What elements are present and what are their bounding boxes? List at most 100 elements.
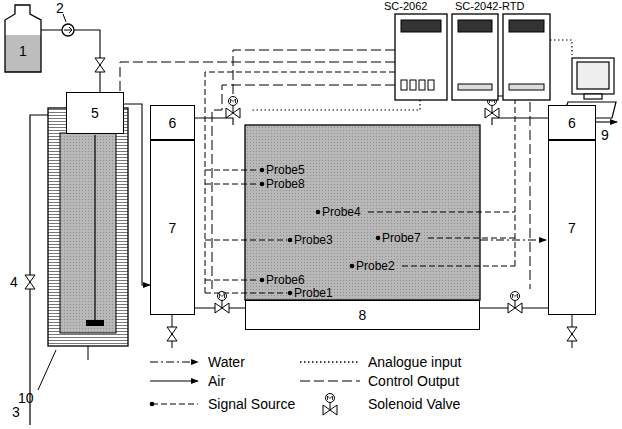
legend-text: Air [208, 373, 225, 389]
column-body: 7 [548, 140, 596, 315]
water-jacket [60, 133, 116, 333]
probe-dot [260, 182, 265, 187]
reactor-base: 8 [245, 300, 480, 330]
apparatus-illustration [226, 97, 240, 119]
apparatus-illustration [167, 327, 177, 341]
probe-dot [288, 238, 293, 243]
column-body: 7 [150, 140, 195, 315]
probe-label: Probe8 [266, 177, 305, 191]
control-line [233, 50, 395, 94]
probe-dot [260, 168, 381, 296]
water-jacket [48, 108, 128, 346]
controller-unit [458, 20, 492, 32]
apparatus-illustration [508, 292, 522, 314]
signal-line [368, 100, 515, 266]
computer [572, 58, 614, 94]
callout-number: 6 [568, 115, 576, 131]
legend-sample [152, 403, 198, 404]
water-line [480, 239, 546, 240]
callout-number: 3 [12, 404, 20, 420]
pump [62, 24, 74, 36]
callout-number: 1 [19, 43, 27, 59]
signal-line [205, 72, 395, 293]
callout-number: 7 [169, 220, 177, 236]
legend-sample [150, 380, 198, 381]
apparatus-illustration [323, 394, 337, 416]
legend-sample [300, 361, 360, 362]
callout-number: 10 [18, 390, 34, 406]
analogue-line [550, 40, 572, 55]
drain-line [88, 346, 89, 360]
legend-text: Water [208, 354, 245, 370]
legend-sample [150, 361, 198, 362]
controller-unit [509, 84, 544, 90]
controller-unit [419, 80, 425, 90]
water-jacket [94, 135, 95, 320]
controller-unit [428, 80, 434, 90]
probe-dot [350, 264, 355, 269]
controller-label: SC-2042-RTD [455, 0, 525, 13]
callout-number: 4 [10, 274, 18, 290]
pipe-connector [41, 30, 100, 92]
probe-label: Probe1 [294, 286, 333, 300]
pump [62, 24, 74, 36]
legend-sample [300, 380, 360, 381]
callout-number: 2 [56, 0, 64, 16]
controller-unit [395, 14, 447, 100]
analogue-line [250, 100, 420, 110]
inner-pipe: 5 [66, 92, 124, 134]
control-line [212, 85, 395, 289]
leader-line [38, 350, 56, 390]
controller-unit [395, 14, 550, 100]
probe-label: Probe3 [294, 233, 333, 247]
probe-label: Probe4 [322, 205, 361, 219]
callout-number: 5 [91, 105, 99, 121]
controller-unit [410, 80, 416, 90]
probe-label: Probe6 [266, 273, 305, 287]
callout-number: 9 [601, 127, 609, 143]
legend-text: Solenoid Valve [368, 396, 460, 412]
controller-label: SC-2062 [384, 0, 427, 13]
water-jacket [48, 108, 128, 346]
column-top: 6 [548, 105, 596, 140]
bottle-outline [5, 5, 41, 72]
outlet-arrow [596, 121, 617, 122]
air-line [30, 115, 48, 425]
signal-line [205, 72, 515, 293]
controller-unit [401, 20, 441, 32]
analogue-line [250, 40, 572, 110]
probe-dot [288, 291, 293, 296]
column-top: 6 [150, 105, 195, 140]
apparatus-illustration [95, 58, 105, 72]
legend-text: Analogue input [368, 354, 461, 370]
probe-dot [260, 278, 265, 283]
feed-bottle: 1 [5, 5, 41, 73]
legend-sample [150, 402, 155, 407]
bottle-outline [5, 5, 41, 73]
callout-number: 8 [359, 307, 367, 323]
bottle-liquid [5, 35, 41, 72]
legend-text: Control Output [368, 373, 459, 389]
pipe-line [492, 118, 548, 125]
controller-unit [503, 14, 550, 100]
legend-text: Signal Source [208, 396, 295, 412]
probe-label: Probe2 [356, 259, 395, 273]
control-line [530, 80, 550, 289]
controller-unit [458, 84, 492, 90]
pipe-line [195, 118, 233, 125]
water-jacket [86, 320, 104, 326]
probe-dot [316, 210, 321, 215]
callout-number: 7 [568, 220, 576, 236]
probe-label: Probe7 [382, 231, 421, 245]
controller-unit [452, 14, 498, 100]
controller-unit [401, 80, 407, 90]
air-line [30, 115, 48, 425]
apparatus-illustration [25, 275, 35, 289]
controller-unit [509, 20, 544, 32]
callout-number: 6 [169, 115, 177, 131]
apparatus-illustration [215, 292, 229, 314]
control-line [120, 62, 395, 92]
apparatus-illustration [567, 327, 577, 341]
pump [64, 27, 72, 33]
